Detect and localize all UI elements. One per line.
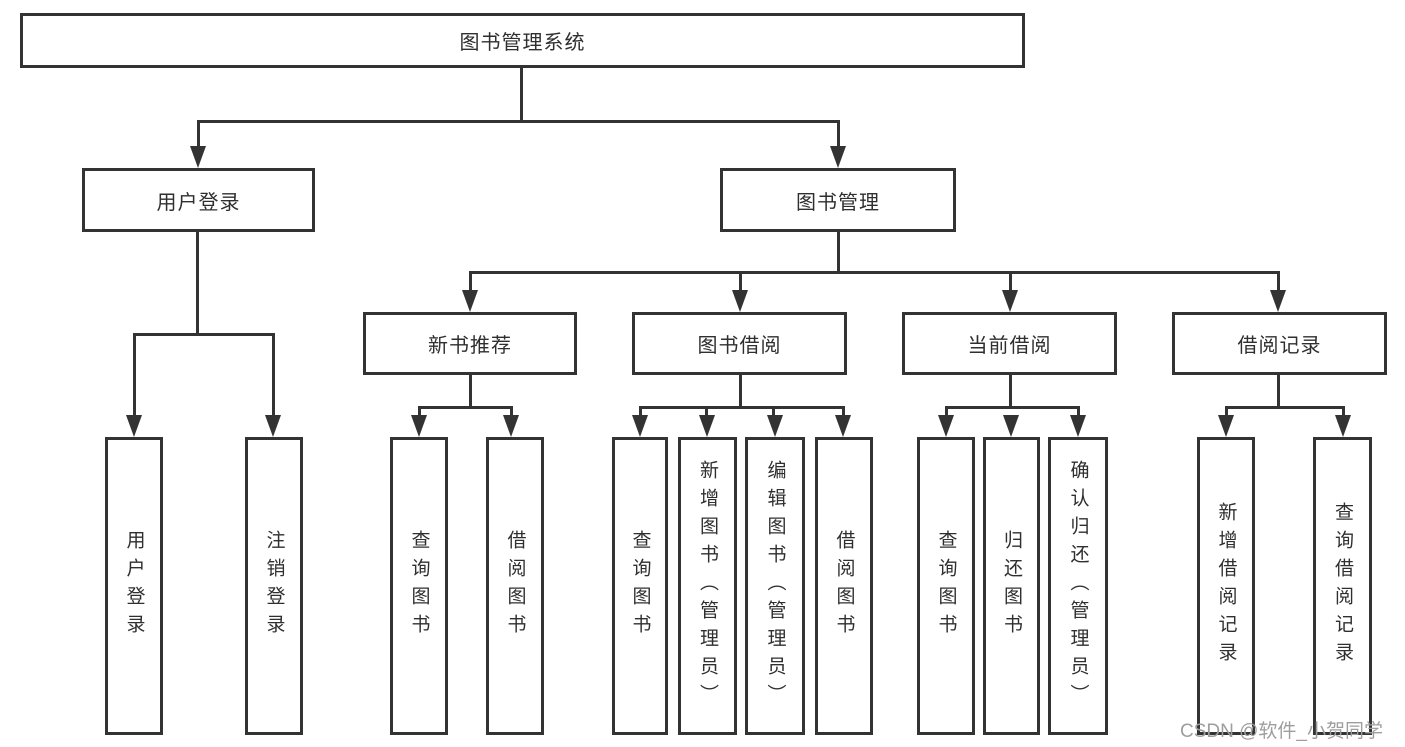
connector-vline <box>837 232 840 274</box>
connector-vline <box>1009 271 1012 293</box>
node-user-login: 用户登录 <box>82 168 315 232</box>
arrowhead-down-icon <box>503 415 519 437</box>
node-current-borrow: 当前借阅 <box>902 312 1117 375</box>
arrowhead-down-icon <box>767 415 783 437</box>
arrowhead-down-icon <box>1002 290 1018 312</box>
node-new-book-recommend: 新书推荐 <box>363 312 577 375</box>
connector-vline <box>1277 271 1280 293</box>
connector-hline <box>469 271 1280 274</box>
node-book-borrow: 图书借阅 <box>632 312 847 375</box>
node-borrow-books-2: 借阅图书 <box>815 437 873 735</box>
connector-vline <box>1342 406 1345 418</box>
node-root: 图书管理系统 <box>20 13 1025 68</box>
connector-vline <box>837 120 840 150</box>
arrowhead-down-icon <box>265 415 281 437</box>
node-login: 用户登录 <box>105 437 163 735</box>
node-book-management: 图书管理 <box>720 168 956 232</box>
connector-vline <box>772 406 775 418</box>
connector-vline <box>639 406 642 418</box>
node-query-books-current: 查询图书 <box>917 437 975 735</box>
connector-hline <box>945 406 1080 409</box>
arrowhead-down-icon <box>1003 415 1019 437</box>
connector-vline <box>842 406 845 418</box>
arrowhead-down-icon <box>411 415 427 437</box>
connector-hline <box>418 406 513 409</box>
node-confirm-return-admin: 确认归还（管理员） <box>1048 437 1108 735</box>
csdn-watermark: CSDN @软件_小贺同学 <box>1180 721 1383 742</box>
node-edit-book-admin: 编辑图书（管理员） <box>745 437 805 735</box>
connector-vline <box>1277 375 1280 408</box>
connector-vline <box>469 271 472 293</box>
connector-hline <box>197 120 839 123</box>
arrowhead-down-icon <box>126 415 142 437</box>
node-logout: 注销登录 <box>245 437 303 735</box>
connector-vline <box>739 375 742 408</box>
node-borrow-books-recommend: 借阅图书 <box>486 437 544 735</box>
node-query-books-recommend: 查询图书 <box>390 437 448 735</box>
arrowhead-down-icon <box>830 146 846 168</box>
arrowhead-down-icon <box>1270 290 1286 312</box>
arrowhead-down-icon <box>462 290 478 312</box>
node-query-borrow-record: 查询借阅记录 <box>1313 437 1372 735</box>
arrowhead-down-icon <box>1218 415 1234 437</box>
node-add-book-admin: 新增图书（管理员） <box>678 437 737 735</box>
arrowhead-down-icon <box>732 290 748 312</box>
node-borrow-records: 借阅记录 <box>1172 312 1387 375</box>
node-query-books-borrow: 查询图书 <box>612 437 668 735</box>
connector-vline <box>945 406 948 418</box>
arrowhead-down-icon <box>1335 415 1351 437</box>
arrowhead-down-icon <box>190 146 206 168</box>
arrowhead-down-icon <box>938 415 954 437</box>
node-add-borrow-record: 新增借阅记录 <box>1197 437 1255 735</box>
connector-vline <box>272 333 275 417</box>
arrowhead-down-icon <box>632 415 648 437</box>
connector-vline <box>196 232 199 336</box>
arrowhead-down-icon <box>699 415 715 437</box>
connector-vline <box>1077 406 1080 418</box>
connector-vline <box>469 375 472 408</box>
node-return-book: 归还图书 <box>983 437 1040 735</box>
connector-vline <box>1009 375 1012 408</box>
connector-hline <box>639 406 845 409</box>
connector-vline <box>510 406 513 418</box>
arrowhead-down-icon <box>1070 415 1086 437</box>
connector-vline <box>520 68 523 120</box>
connector-vline <box>739 271 742 293</box>
connector-vline <box>197 120 200 150</box>
connector-vline <box>133 333 136 417</box>
connector-vline <box>705 406 708 418</box>
connector-hline <box>1225 406 1345 409</box>
connector-vline <box>418 406 421 418</box>
connector-hline <box>133 333 275 336</box>
connector-vline <box>1225 406 1228 418</box>
arrowhead-down-icon <box>835 415 851 437</box>
